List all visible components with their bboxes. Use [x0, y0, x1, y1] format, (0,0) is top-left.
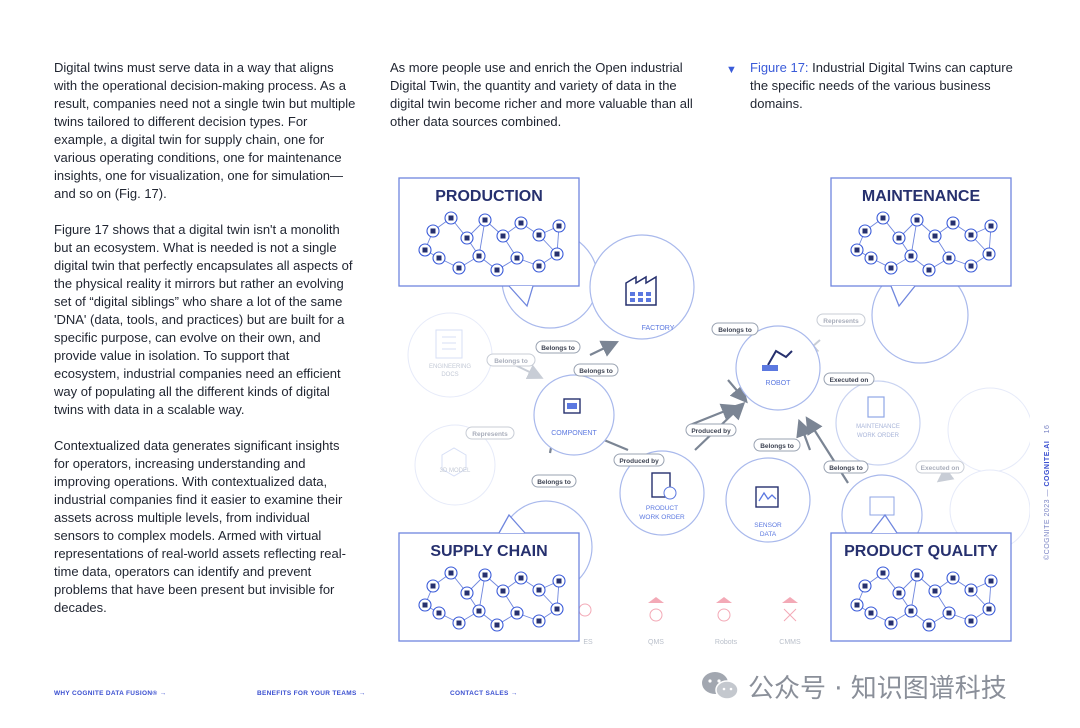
svg-text:Represents: Represents [472, 431, 508, 438]
svg-text:Belongs to: Belongs to [760, 443, 794, 450]
edge-label: Represents [816, 313, 866, 327]
side-copyright: ©COGNITE 2023 — COGNITE.AI 16 [1044, 425, 1051, 560]
paragraph: Contextualized data generates significan… [54, 438, 346, 615]
node-label-robot: ROBOT [766, 380, 792, 387]
edge-label: Belongs to [823, 460, 869, 474]
edge-labels: Belongs to Belongs to Belongs to Belongs… [465, 313, 965, 488]
node-component [533, 374, 615, 456]
svg-text:Belongs to: Belongs to [718, 327, 752, 334]
node-label-factory: FACTORY [642, 325, 675, 332]
body-column-middle: As more people use and enrich the Open i… [390, 59, 695, 149]
panel-production: PRODUCTION [398, 177, 580, 308]
paragraph: As more people use and enrich the Open i… [390, 60, 693, 129]
paragraph: Figure 17 shows that a digital twin isn'… [54, 222, 353, 417]
node-label-component: COMPONENT [551, 430, 597, 437]
edge-label: Belongs to [535, 340, 581, 354]
body-column-left: Digital twins must serve data in a way t… [54, 59, 356, 635]
svg-text:Belongs to: Belongs to [541, 345, 575, 352]
svg-text:Executed on: Executed on [921, 465, 960, 472]
svg-text:Produced by: Produced by [619, 458, 659, 465]
panel-maintenance: MAINTENANCE [830, 177, 1012, 308]
node-label-engineering-docs-1: ENGINEERING [429, 364, 471, 370]
footer-link-contact-sales[interactable]: CONTACT SALES → [450, 690, 518, 697]
svg-text:ES: ES [583, 639, 593, 646]
svg-text:QMS: QMS [648, 639, 664, 646]
edge-label: Belongs to [711, 322, 759, 336]
svg-text:Executed on: Executed on [830, 377, 869, 384]
watermark-text: 公众号 · 知识图谱科技 [748, 673, 1007, 704]
caption-text: Industrial Digital Twins can capture the… [750, 60, 1013, 111]
node-label-engineering-docs-2: DOCS [441, 372, 458, 378]
footer-link-why-cognite[interactable]: WHY COGNITE DATA FUSION® → [54, 690, 167, 697]
faded-nodes [407, 312, 1030, 551]
panel-product-quality: PRODUCT QUALITY [830, 513, 1012, 642]
node-maintenance-work-order [835, 380, 921, 466]
wechat-icon [702, 672, 739, 700]
panel-supply-chain: SUPPLY CHAIN [398, 513, 580, 642]
edge-label: Belongs to [486, 353, 536, 367]
footer-link-benefits[interactable]: BENEFITS FOR YOUR TEAMS → [257, 690, 366, 697]
figure-caption: ▼ Figure 17: Industrial Digital Twins ca… [726, 59, 1026, 113]
edge-label: Produced by [613, 453, 665, 467]
panel-title: PRODUCT QUALITY [844, 543, 998, 560]
node-label-3d-model: 3D MODEL [440, 468, 471, 474]
svg-text:Belongs to: Belongs to [494, 358, 528, 365]
digital-twin-ecosystem-diagram: ENGINEERING DOCS 3D MODEL FACTORY ROBOT [398, 177, 1030, 646]
node-label-maintenance-work-order-1: MAINTENANCE [856, 424, 900, 430]
brand-url: COGNITE.AI [1044, 440, 1051, 487]
svg-text:Belongs to: Belongs to [579, 368, 613, 375]
svg-text:Robots: Robots [715, 639, 738, 646]
node-product-work-order [619, 450, 705, 536]
node-label-sensor-data-2: DATA [760, 531, 777, 538]
edge-label: Represents [465, 426, 515, 440]
panel-title: MAINTENANCE [862, 188, 981, 205]
svg-text:Represents: Represents [823, 318, 859, 325]
caption-marker-icon: ▼ [726, 64, 737, 76]
bottom-apps: QMS Robots CMMS ES [578, 597, 801, 646]
svg-text:Produced by: Produced by [691, 428, 731, 435]
svg-text:Belongs to: Belongs to [537, 479, 571, 486]
figure-number: Figure 17: [750, 60, 809, 75]
node-sensor-data [725, 457, 811, 543]
edge-label: Executed on [915, 460, 965, 474]
panel-title: SUPPLY CHAIN [430, 543, 547, 560]
copyright-text: ©COGNITE 2023 — [1044, 486, 1051, 560]
edge-label: Produced by [685, 423, 737, 437]
node-robot [735, 325, 821, 411]
panel-title: PRODUCTION [435, 188, 543, 205]
node-label-maintenance-work-order-2: WORK ORDER [857, 433, 900, 439]
edge-label: Executed on [823, 372, 875, 386]
node-label-product-work-order-1: PRODUCT [646, 505, 678, 512]
paragraph: Digital twins must serve data in a way t… [54, 60, 356, 201]
node-label-product-work-order-2: WORK ORDER [639, 514, 685, 521]
node-label-sensor-data-1: SENSOR [754, 522, 782, 529]
svg-text:CMMS: CMMS [779, 639, 801, 646]
page-number: 16 [1044, 424, 1051, 434]
watermark: 公众号 · 知识图谱科技 [700, 666, 1007, 706]
edge-label: Belongs to [531, 474, 577, 488]
svg-text:Belongs to: Belongs to [829, 465, 863, 472]
edge-label: Belongs to [753, 438, 801, 452]
node-factory [589, 234, 695, 340]
edge-label: Belongs to [573, 363, 619, 377]
